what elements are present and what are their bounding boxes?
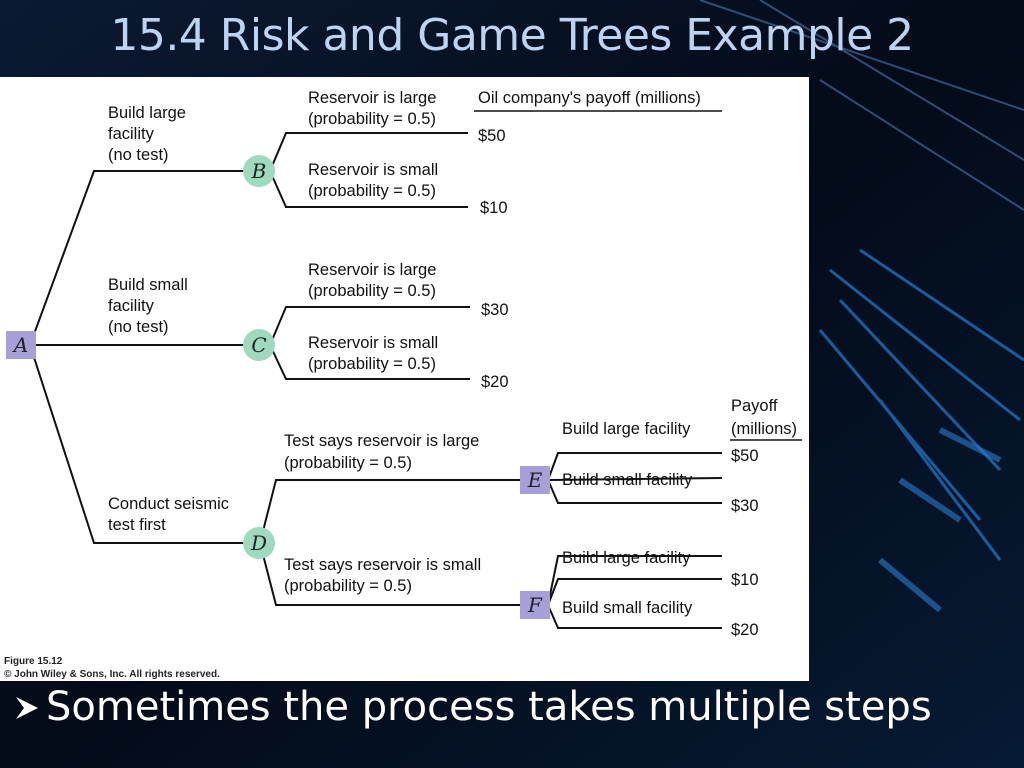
node-label-e: E [527, 468, 543, 492]
payoff-header-right-1: Payoff [731, 397, 778, 415]
arrow-bullet-icon [12, 684, 46, 730]
branch-label-b-large-1: Reservoir is large [308, 89, 436, 107]
branch-label-large-no-test-1: Build large [108, 104, 186, 122]
branch-label-b-large-2: (probability = 0.5) [308, 110, 436, 128]
payoff-header-top: Oil company's payoff (millions) [478, 89, 701, 107]
node-label-c: C [251, 333, 266, 357]
branch-label-e-small: Build small facility [562, 471, 693, 489]
branch-label-c-small-2: (probability = 0.5) [308, 355, 436, 373]
branch-label-e-large: Build large facility [562, 420, 691, 438]
game-tree-svg: A B C D E F Build large facility (no tes… [4, 89, 802, 680]
game-tree-figure: A B C D E F Build large facility (no tes… [0, 77, 809, 681]
branch-label-d-large-1: Test says reservoir is large [284, 432, 479, 450]
node-label-f: F [527, 593, 543, 617]
branch-label-c-large-1: Reservoir is large [308, 261, 436, 279]
branch-label-small-no-test-3: (no test) [108, 318, 169, 336]
decision-node-e [520, 466, 550, 494]
decision-node-a [6, 331, 36, 359]
branch-label-d-small-2: (probability = 0.5) [284, 577, 412, 595]
slide-title: 15.4 Risk and Game Trees Example 2 [110, 10, 914, 61]
branch-label-large-no-test-3: (no test) [108, 146, 169, 164]
decision-node-f [520, 591, 550, 619]
payoff-c-small: $20 [481, 373, 509, 391]
branch-label-f-small: Build small facility [562, 599, 693, 617]
branch-label-seismic-2: test first [108, 516, 166, 534]
branch-label-d-large-2: (probability = 0.5) [284, 454, 412, 472]
tree-edges [29, 110, 802, 629]
payoff-b-large: $50 [478, 127, 506, 145]
bullet-point: Sometimes the process takes multiple ste… [12, 684, 932, 730]
chance-node-d [243, 527, 275, 559]
chance-node-b [243, 155, 275, 187]
figure-caption: Figure 15.12 [4, 656, 63, 667]
branch-label-b-small-1: Reservoir is small [308, 161, 438, 179]
payoff-f-large: $10 [731, 571, 759, 589]
node-label-a: A [12, 333, 28, 357]
branch-label-f-large: Build large facility [562, 549, 691, 567]
branch-label-small-no-test-2: facility [108, 297, 155, 315]
branch-label-c-large-2: (probability = 0.5) [308, 282, 436, 300]
branch-label-seismic-1: Conduct seismic [108, 495, 229, 513]
payoff-header-right-2: (millions) [731, 420, 797, 438]
payoff-e-large: $50 [731, 447, 759, 465]
payoff-f-small: $20 [731, 621, 759, 639]
node-label-d: D [250, 531, 267, 555]
payoff-b-small: $10 [480, 199, 508, 217]
figure-copyright: © John Wiley & Sons, Inc. All rights res… [4, 669, 220, 680]
chance-node-c [243, 329, 275, 361]
branch-label-large-no-test-2: facility [108, 125, 155, 143]
payoff-e-small: $30 [731, 497, 759, 515]
branch-label-small-no-test-1: Build small [108, 276, 188, 294]
branch-label-b-small-2: (probability = 0.5) [308, 182, 436, 200]
node-label-b: B [251, 159, 267, 183]
payoff-c-large: $30 [481, 301, 509, 319]
branch-label-d-small-1: Test says reservoir is small [284, 556, 481, 574]
bullet-text: Sometimes the process takes multiple ste… [46, 684, 932, 730]
branch-label-c-small-1: Reservoir is small [308, 334, 438, 352]
